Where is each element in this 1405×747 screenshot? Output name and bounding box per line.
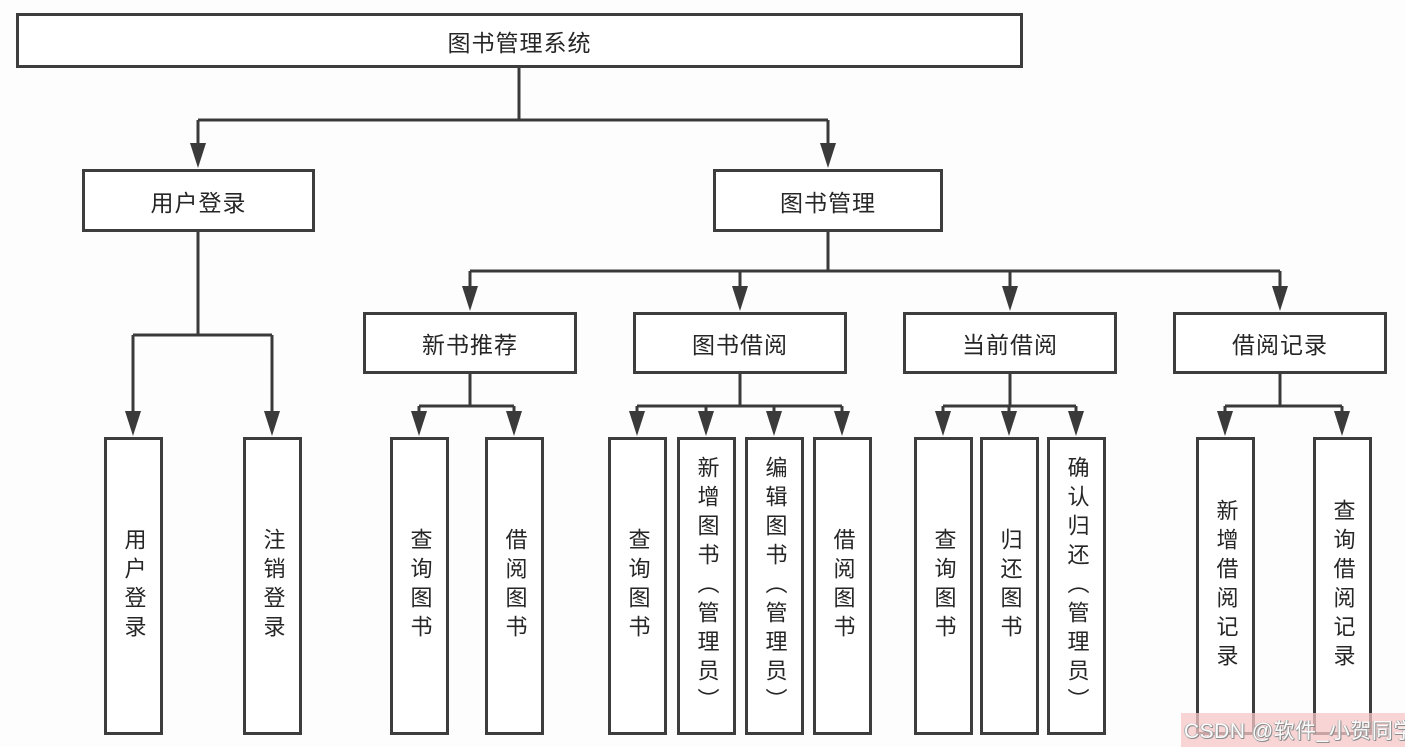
leaf-label: 归还图书 bbox=[997, 528, 1023, 644]
node-user-login: 用户登录 bbox=[82, 169, 315, 232]
leaf-user-login: 用户登录 bbox=[104, 437, 163, 735]
leaf-query-books-borrow: 查询图书 bbox=[608, 437, 667, 735]
leaf-label: 新增图书（管理员） bbox=[694, 455, 720, 717]
node-new-book-recommend: 新书推荐 bbox=[363, 312, 577, 374]
watermark-background bbox=[1181, 713, 1405, 747]
node-borrow-records: 借阅记录 bbox=[1173, 312, 1387, 374]
leaf-label: 借阅图书 bbox=[502, 528, 528, 644]
leaf-borrow-books-recommend: 借阅图书 bbox=[485, 437, 544, 735]
leaf-return-books: 归还图书 bbox=[980, 437, 1039, 735]
connector-root bbox=[190, 67, 836, 168]
leaf-query-books-recommend: 查询图书 bbox=[390, 437, 449, 735]
connector-current-borrow bbox=[935, 373, 1084, 436]
leaf-label: 用户登录 bbox=[121, 528, 147, 644]
leaf-label: 编辑图书（管理员） bbox=[762, 455, 788, 717]
watermark-text: CSDN @软件_小贺同学 bbox=[1184, 720, 1405, 743]
leaf-label: 查询图书 bbox=[625, 528, 651, 644]
leaf-label: 确认归还（管理员） bbox=[1064, 455, 1090, 717]
leaf-label: 注销登录 bbox=[260, 528, 286, 644]
node-label: 新书推荐 bbox=[422, 332, 518, 358]
connector-new-book bbox=[411, 373, 522, 436]
node-label: 当前借阅 bbox=[962, 332, 1058, 358]
node-label: 图书管理 bbox=[780, 189, 876, 216]
leaf-edit-books-admin: 编辑图书（管理员） bbox=[745, 437, 804, 735]
connector-user-login bbox=[125, 231, 280, 436]
connector-borrow-records bbox=[1217, 373, 1350, 436]
leaf-add-books-admin: 新增图书（管理员） bbox=[677, 437, 736, 735]
leaf-label: 借阅图书 bbox=[830, 528, 856, 644]
node-label: 图书借阅 bbox=[692, 332, 788, 358]
node-library-system: 图书管理系统 bbox=[16, 13, 1023, 68]
connector-book-management bbox=[462, 231, 1288, 311]
leaf-borrow-books: 借阅图书 bbox=[813, 437, 872, 735]
leaf-label: 查询图书 bbox=[407, 528, 433, 644]
watermark: CSDN @软件_小贺同学 bbox=[1184, 715, 1405, 745]
node-book-borrowing: 图书借阅 bbox=[633, 312, 847, 374]
leaf-add-borrow-record: 新增借阅记录 bbox=[1196, 437, 1255, 735]
leaf-label: 查询图书 bbox=[931, 528, 957, 644]
leaf-label: 新增借阅记录 bbox=[1213, 499, 1239, 673]
node-current-borrowing: 当前借阅 bbox=[903, 312, 1117, 374]
leaf-query-borrow-record: 查询借阅记录 bbox=[1313, 437, 1372, 735]
leaf-label: 查询借阅记录 bbox=[1330, 499, 1356, 673]
leaf-logout: 注销登录 bbox=[243, 437, 302, 735]
node-label: 借阅记录 bbox=[1232, 332, 1328, 358]
leaf-confirm-return-admin: 确认归还（管理员） bbox=[1047, 437, 1106, 735]
node-book-management: 图书管理 bbox=[713, 169, 943, 232]
node-label: 图书管理系统 bbox=[447, 29, 592, 56]
node-label: 用户登录 bbox=[150, 189, 247, 216]
connector-book-borrow bbox=[629, 373, 850, 436]
leaf-query-books-current: 查询图书 bbox=[914, 437, 973, 735]
